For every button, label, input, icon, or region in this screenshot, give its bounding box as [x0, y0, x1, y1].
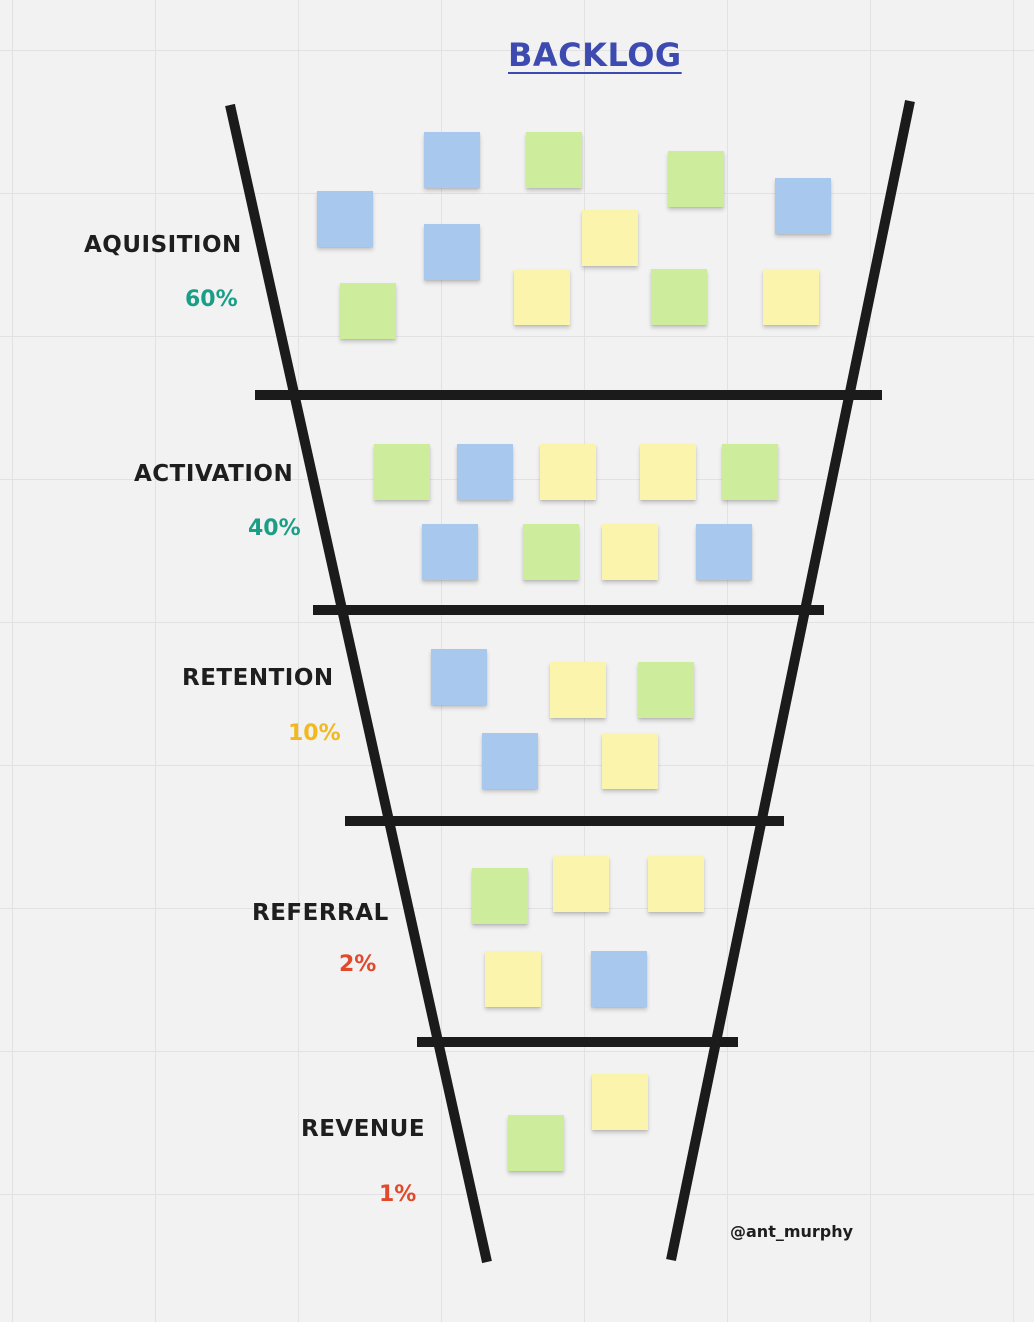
sticky-note-blue[interactable]	[424, 132, 480, 188]
sticky-note-green[interactable]	[526, 132, 582, 188]
funnel-left-edge	[225, 103, 492, 1264]
stage-percent-revenue: 1%	[379, 1182, 417, 1207]
sticky-note-yellow[interactable]	[514, 269, 570, 325]
sticky-note-blue[interactable]	[696, 524, 752, 580]
sticky-note-yellow[interactable]	[763, 269, 819, 325]
sticky-note-blue[interactable]	[422, 524, 478, 580]
sticky-note-blue[interactable]	[431, 649, 487, 705]
sticky-note-blue[interactable]	[482, 733, 538, 789]
sticky-note-blue[interactable]	[317, 191, 373, 247]
sticky-note-yellow[interactable]	[553, 856, 609, 912]
sticky-note-yellow[interactable]	[592, 1074, 648, 1130]
sticky-note-green[interactable]	[668, 151, 724, 207]
sticky-note-yellow[interactable]	[550, 662, 606, 718]
sticky-note-green[interactable]	[651, 269, 707, 325]
sticky-note-yellow[interactable]	[540, 444, 596, 500]
sticky-note-green[interactable]	[472, 868, 528, 924]
sticky-note-green[interactable]	[340, 283, 396, 339]
stage-label-referral: REFERRAL	[252, 900, 389, 926]
stage-percent-referral: 2%	[339, 952, 377, 977]
stage-percent-aquisition: 60%	[185, 287, 238, 312]
sticky-note-green[interactable]	[638, 662, 694, 718]
sticky-note-blue[interactable]	[591, 951, 647, 1007]
sticky-note-green[interactable]	[722, 444, 778, 500]
stage-label-retention: RETENTION	[182, 665, 334, 691]
sticky-note-yellow[interactable]	[582, 210, 638, 266]
stage-percent-activation: 40%	[248, 516, 301, 541]
sticky-note-yellow[interactable]	[485, 951, 541, 1007]
stage-label-activation: ACTIVATION	[134, 461, 294, 487]
sticky-note-green[interactable]	[508, 1115, 564, 1171]
sticky-note-yellow[interactable]	[640, 444, 696, 500]
sticky-note-green[interactable]	[374, 444, 430, 500]
stage-label-aquisition: AQUISITION	[84, 232, 242, 258]
stage-label-revenue: REVENUE	[301, 1116, 426, 1142]
sticky-note-yellow[interactable]	[602, 524, 658, 580]
sticky-note-yellow[interactable]	[602, 733, 658, 789]
sticky-note-blue[interactable]	[457, 444, 513, 500]
stage-percent-retention: 10%	[288, 721, 341, 746]
sticky-note-green[interactable]	[523, 524, 579, 580]
author-handle: @ant_murphy	[730, 1222, 854, 1241]
sticky-note-yellow[interactable]	[648, 856, 704, 912]
funnel-right-edge	[666, 99, 915, 1262]
sticky-note-blue[interactable]	[775, 178, 831, 234]
sticky-note-blue[interactable]	[424, 224, 480, 280]
board-title: BACKLOG	[508, 36, 682, 74]
